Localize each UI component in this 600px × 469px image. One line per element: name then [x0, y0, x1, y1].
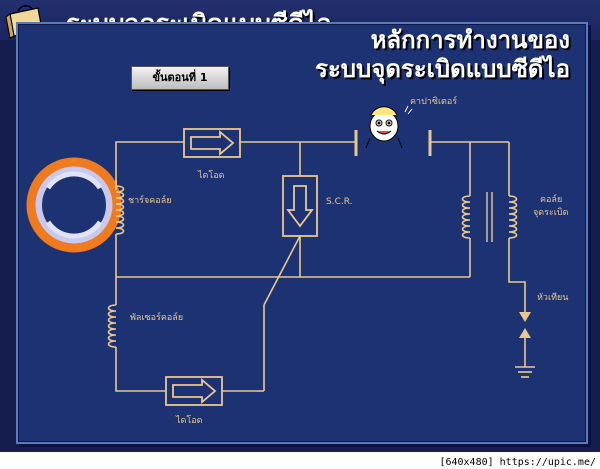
label-diode-bottom: ไดโอด [175, 415, 203, 426]
charge-coil [115, 185, 125, 235]
label-ignition-coil-line1: คอล์ย [540, 193, 562, 205]
ignition-secondary-lead-bottom [508, 238, 526, 303]
capacitor-character-icon [365, 105, 413, 149]
label-diode-top: ไดโอด [197, 170, 225, 181]
ignition-secondary-coil [508, 195, 518, 239]
cdi-circuit-diagram: คาปาซิเตอร์ ไดโอด S.C.R. ชาร์จคอล์ย คอล์… [26, 95, 569, 426]
pulser-lead-bottom [115, 347, 166, 392]
panel-title: หลักการทำงานของ ระบบจุดระเบิดแบบซีดีไอ [270, 26, 570, 84]
label-ignition-coil-line2: จุดระเบิด [533, 207, 569, 218]
diode-top-arrow [190, 130, 235, 156]
flywheel-magnet-bottom [45, 220, 103, 239]
label-charge-coil: ชาร์จคอล์ย [128, 194, 171, 206]
label-capacitor: คาปาซิเตอร์ [410, 95, 457, 107]
watermark: [640x480] https://upic.me/ [439, 457, 596, 468]
slide-frame: ระบบจุดระเบิดแบบซีดีไอ หลักการทำงานของ ร… [0, 0, 600, 452]
label-pulser-coil: พัลเซอร์คอล์ย [130, 311, 183, 323]
diode-bottom-body [165, 376, 223, 406]
pulser-coil [107, 304, 117, 348]
spark-plug-tip-bottom [519, 328, 531, 338]
ignition-primary-coil [461, 195, 471, 239]
label-scr: S.C.R. [326, 197, 353, 207]
panel-title-line-2: ระบบจุดระเบิดแบบซีดีไอ [315, 55, 570, 83]
scr-gate [263, 235, 301, 306]
diode-top-body [183, 128, 241, 158]
diode-bottom-arrow [172, 378, 217, 404]
panel-title-line-1: หลักการทำงานของ [370, 26, 570, 54]
label-spark-plug: หัวเทียน [537, 292, 568, 303]
flywheel-magnet-top [45, 171, 103, 190]
spark-plug-tip-top [519, 312, 531, 322]
step-button[interactable]: ขั้นตอนที่ 1 [131, 66, 229, 90]
wire-top [115, 141, 184, 190]
scr-arrow [286, 185, 314, 228]
